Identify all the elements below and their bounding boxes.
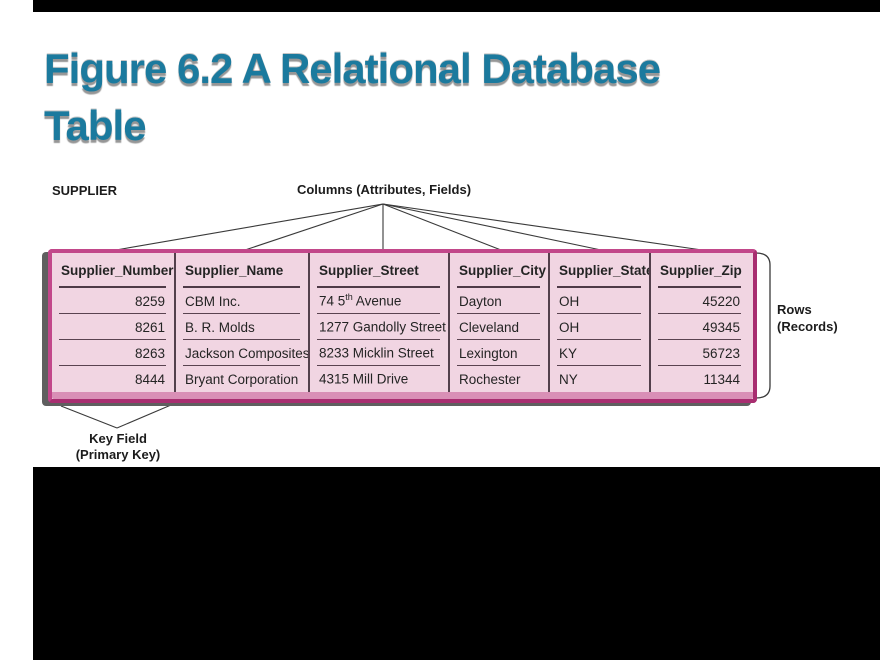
table-row: 8261 B. R. Molds 1277 Gandolly Street Cl… — [52, 314, 753, 340]
slide-title-line2: Table — [44, 102, 147, 149]
column-header-supplier-number: Supplier_Number — [52, 253, 176, 288]
cell-supplier-city: Cleveland — [450, 314, 550, 340]
slide-title-line1: Figure 6.2 A Relational Database — [44, 45, 661, 92]
street-text: 74 5th Avenue — [319, 293, 401, 309]
cell-supplier-zip: 49345 — [651, 314, 749, 340]
cell-supplier-street: 8233 Micklin Street — [310, 340, 450, 366]
rows-annotation-label: Rows (Records) — [777, 302, 838, 335]
cell-supplier-number: 8259 — [52, 288, 176, 314]
cell-supplier-name: Bryant Corporation — [176, 366, 310, 392]
street-text: 8233 Micklin Street — [319, 345, 434, 361]
table-name-label: SUPPLIER — [52, 183, 118, 198]
cell-supplier-number: 8261 — [52, 314, 176, 340]
column-header-supplier-city: Supplier_City — [450, 253, 550, 288]
street-superscript: th — [345, 292, 353, 303]
table-row: 8444 Bryant Corporation 4315 Mill Drive … — [52, 366, 753, 392]
cell-supplier-zip: 45220 — [651, 288, 749, 314]
column-header-supplier-name: Supplier_Name — [176, 253, 310, 288]
cell-supplier-street: 4315 Mill Drive — [310, 366, 450, 392]
table-row: 8259 CBM Inc. 74 5th Avenue Dayton OH 45… — [52, 288, 753, 314]
cell-supplier-city: Dayton — [450, 288, 550, 314]
cell-supplier-zip: 56723 — [651, 340, 749, 366]
street-text: 1277 Gandolly Street — [319, 319, 446, 335]
columns-annotation-label: Columns (Attributes, Fields) — [296, 182, 472, 197]
table-header-row: Supplier_Number Supplier_Name Supplier_S… — [52, 253, 753, 288]
cell-supplier-number: 8444 — [52, 366, 176, 392]
slide-title: Figure 6.2 A Relational Database Table — [44, 40, 824, 154]
column-header-supplier-zip: Supplier_Zip — [651, 253, 749, 288]
cell-supplier-state: OH — [550, 288, 651, 314]
supplier-table: Supplier_Number Supplier_Name Supplier_S… — [48, 249, 757, 403]
street-pre: 1277 Gandolly Street — [319, 319, 446, 335]
table-row: 8263 Jackson Composites 8233 Micklin Str… — [52, 340, 753, 366]
cell-supplier-state: NY — [550, 366, 651, 392]
rows-annotation-line1: Rows — [777, 302, 812, 317]
cell-supplier-street: 74 5th Avenue — [310, 288, 450, 314]
key-annotation-line2: (Primary Key) — [75, 446, 161, 462]
top-matte-bar — [33, 0, 880, 12]
rows-annotation-line2: (Records) — [777, 318, 838, 334]
street-text: 4315 Mill Drive — [319, 371, 408, 387]
cell-supplier-name: CBM Inc. — [176, 288, 310, 314]
street-post: Avenue — [352, 293, 402, 309]
key-annotation-line1: Key Field — [89, 431, 147, 446]
cell-supplier-name: Jackson Composites — [176, 340, 310, 366]
cell-supplier-city: Rochester — [450, 366, 550, 392]
cell-supplier-street: 1277 Gandolly Street — [310, 314, 450, 340]
cell-supplier-state: KY — [550, 340, 651, 366]
bottom-matte-bar — [33, 467, 880, 660]
column-header-supplier-state: Supplier_State — [550, 253, 651, 288]
cell-supplier-zip: 11344 — [703, 371, 740, 387]
key-field-annotation-label: Key Field (Primary Key) — [76, 431, 161, 462]
cell-supplier-name: B. R. Molds — [176, 314, 310, 340]
cell-supplier-city: Lexington — [450, 340, 550, 366]
column-header-supplier-street: Supplier_Street — [310, 253, 450, 288]
cell-supplier-state: OH — [550, 314, 651, 340]
street-pre: 8233 Micklin Street — [319, 345, 434, 361]
street-pre: 74 5 — [319, 293, 346, 309]
street-pre: 4315 Mill Drive — [319, 371, 409, 387]
cell-supplier-number: 8263 — [52, 340, 176, 366]
